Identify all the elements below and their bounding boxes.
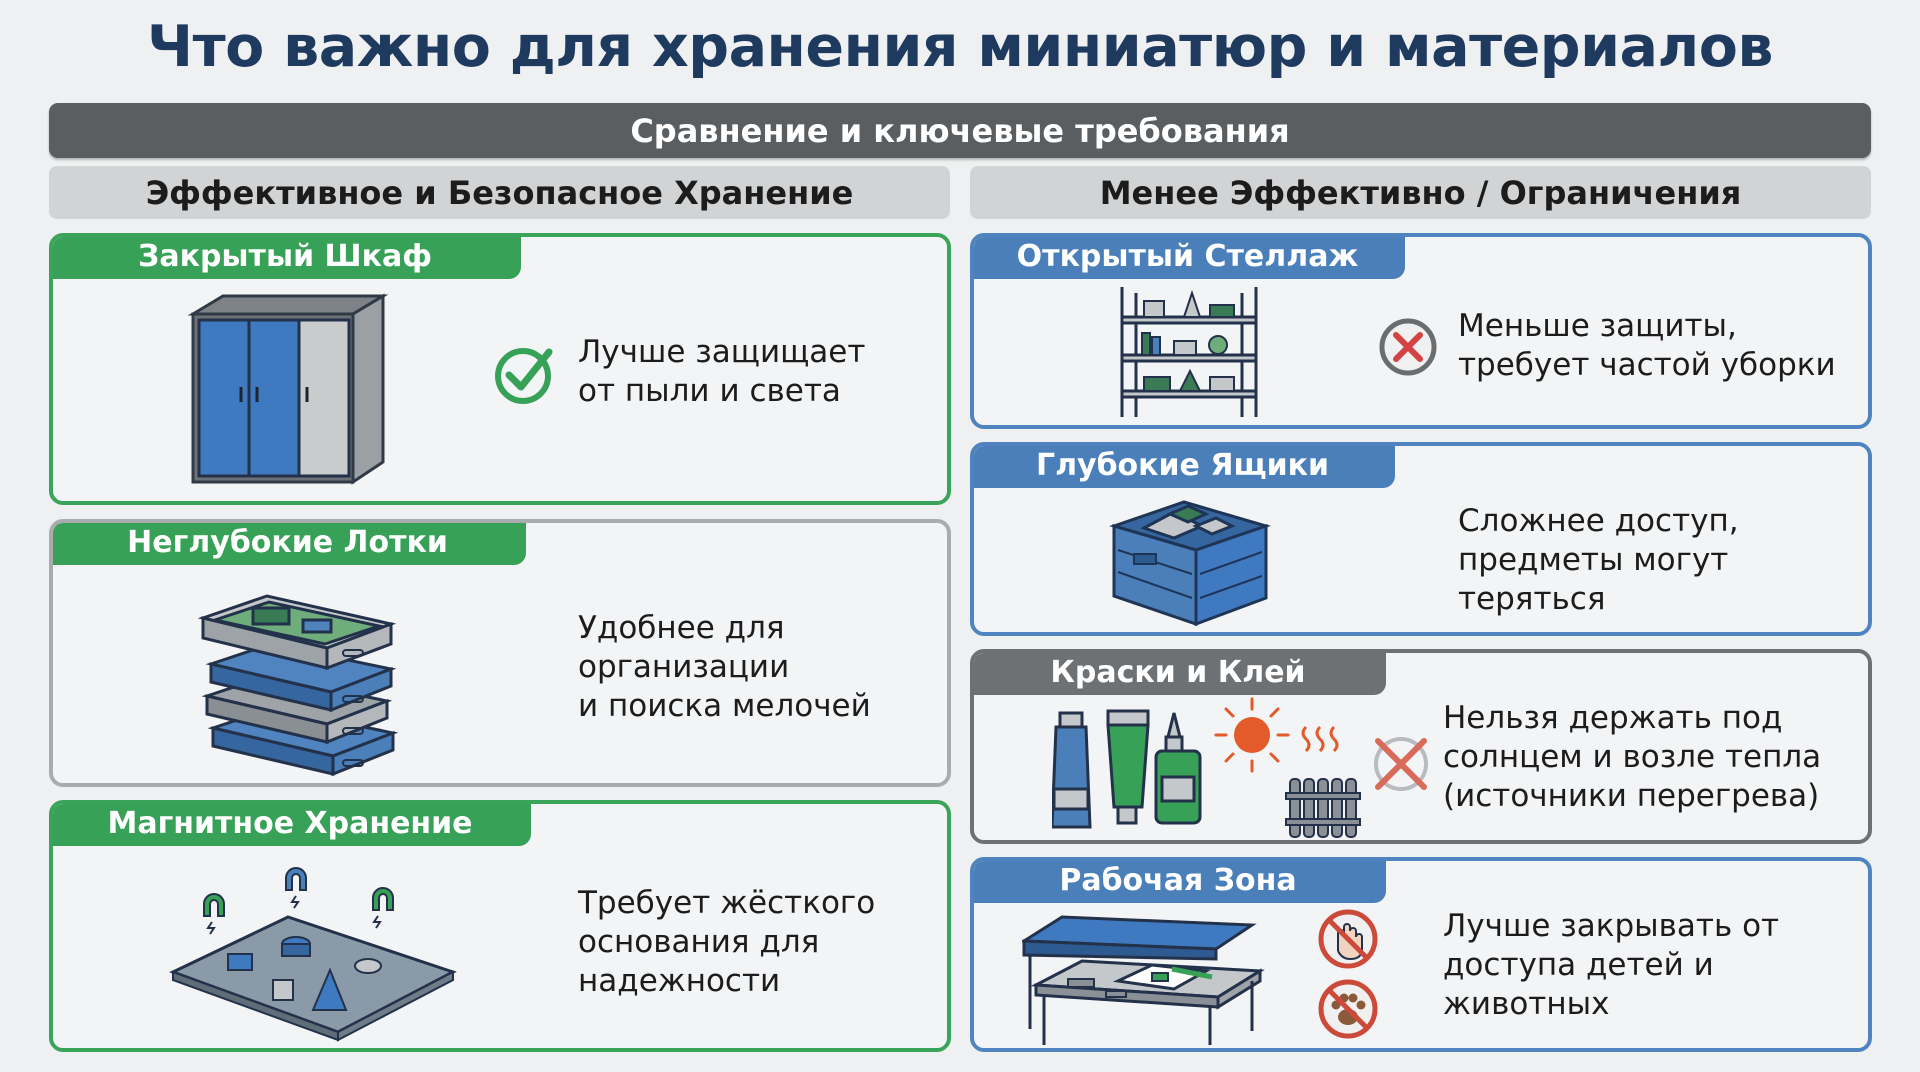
check-icon <box>495 348 553 404</box>
column-header-limitations: Менее Эффективно / Ограничения <box>970 166 1871 219</box>
cross-circle-icon <box>1379 318 1437 376</box>
card-paints-and-glue: Краски и Клей <box>970 649 1872 844</box>
column-header-effective: Эффективное и Безопасное Хранение <box>49 166 950 219</box>
card-description: Сложнее доступ, предметы могут теряться <box>1458 503 1739 617</box>
comparison-banner: Сравнение и ключевые требования <box>49 103 1871 158</box>
card-description: Нельзя держать под солнцем и возле тепла… <box>1443 700 1822 814</box>
page-title: Что важно для хранения миниатюр и матери… <box>147 14 1773 80</box>
card-work-zone: Рабочая Зона <box>970 857 1872 1052</box>
paint-tubes-illustration <box>1052 709 1202 829</box>
card-description: Удобнее для организации и поиска мелочей <box>578 610 871 724</box>
deep-box-illustration <box>1109 500 1271 627</box>
no-paw-icon <box>1318 979 1378 1039</box>
card-shallow-trays: Неглубокие Лотки Удобнее для организаци <box>49 519 951 787</box>
card-label: Глубокие Ящики <box>974 446 1395 488</box>
stacked-trays-illustration <box>197 594 399 777</box>
magnetic-board-illustration <box>169 867 457 1042</box>
card-description: Лучше защищает от пыли и света <box>578 334 866 409</box>
workbench-illustration <box>1022 915 1265 1045</box>
no-hand-icon <box>1318 909 1378 969</box>
card-description: Меньше защиты, требует частой уборки <box>1458 308 1836 383</box>
card-open-shelf: Открытый Стеллаж Меньше защиты, <box>970 233 1872 429</box>
card-magnetic-storage: Магнитное Хранение Требует жёсткого осно… <box>49 800 951 1052</box>
sun-and-radiator-illustration <box>1214 697 1361 838</box>
card-label: Краски и Клей <box>974 653 1386 695</box>
card-closed-cabinet: Закрытый Шкаф Лучше защищает от пыли и с… <box>49 233 951 505</box>
card-description: Требует жёсткого основания для надежност… <box>578 885 876 999</box>
card-label: Рабочая Зона <box>974 861 1386 903</box>
open-shelf-illustration <box>1120 287 1258 417</box>
no-cross-icon <box>1374 737 1428 791</box>
card-label: Закрытый Шкаф <box>53 237 521 279</box>
cabinet-illustration <box>187 293 389 485</box>
card-label: Магнитное Хранение <box>53 804 531 846</box>
card-deep-boxes: Глубокие Ящики Сложнее доступ, предметы … <box>970 442 1872 636</box>
card-label: Неглубокие Лотки <box>53 523 526 565</box>
card-description: Лучше закрывать от доступа детей и живот… <box>1443 908 1780 1022</box>
card-label: Открытый Стеллаж <box>974 237 1405 279</box>
